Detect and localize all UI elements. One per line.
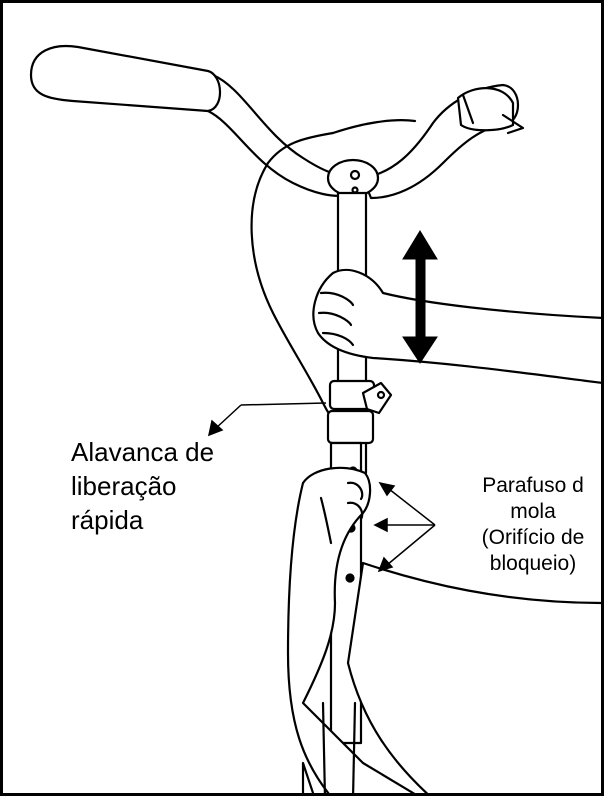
left-grip bbox=[29, 45, 222, 113]
release-lever-label: Alavanca de liberação rápida bbox=[71, 435, 214, 537]
release-lever-label-line-2: liberação bbox=[71, 471, 177, 501]
upper-arm bbox=[312, 268, 601, 384]
quick-release-lever bbox=[361, 381, 393, 415]
adjust-arrow bbox=[402, 230, 438, 364]
right-grip bbox=[456, 87, 515, 132]
screw-pointer-line-3 bbox=[386, 524, 436, 566]
release-lever-label-line-3: rápida bbox=[71, 505, 144, 535]
lock-hole-3 bbox=[345, 573, 355, 583]
lever-pointer-arrowhead bbox=[207, 419, 224, 437]
screw-pointer-line-1 bbox=[388, 488, 436, 526]
brake-cable bbox=[250, 131, 355, 440]
release-lever-label-line-1: Alavanca de bbox=[71, 437, 215, 467]
spring-screw-label-line-1: Parafuso d bbox=[482, 474, 584, 497]
spring-screw-label: Parafuso d mola (Orifício de bloqueio) bbox=[458, 473, 601, 577]
spring-screw-label-line-2: mola bbox=[510, 500, 556, 523]
lever-pointer-line bbox=[240, 402, 327, 406]
scooter-handlebar-illustration bbox=[29, 45, 601, 793]
spring-screw-label-line-3: (Orifício de bbox=[481, 526, 585, 549]
spring-screw-label-line-4: bloqueio) bbox=[489, 552, 577, 575]
lower-hand bbox=[286, 466, 416, 793]
